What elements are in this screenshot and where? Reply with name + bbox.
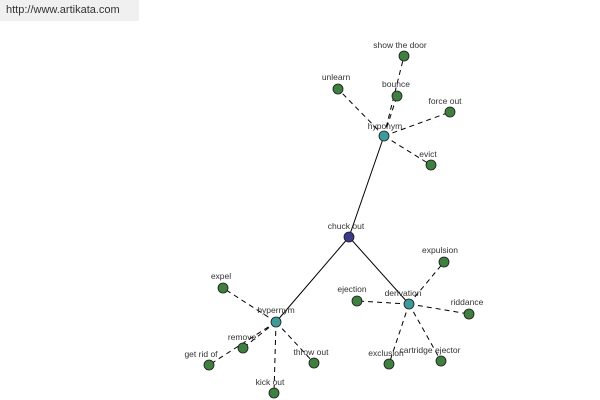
edge-hypernym-expel — [222, 287, 277, 323]
graph-nodes — [203, 50, 475, 399]
leaf-label-expulsion[interactable]: expulsion — [422, 245, 458, 255]
leaf-label-unlearn[interactable]: unlearn — [322, 72, 351, 82]
leaf-node-unlearn[interactable] — [332, 83, 344, 95]
leaf-label-remove[interactable]: remove — [228, 332, 257, 342]
leaf-node-bounce[interactable] — [391, 90, 403, 102]
edge-derivation-cartridge-ejector — [408, 303, 442, 362]
leaf-node-throw-out[interactable] — [308, 357, 320, 369]
leaf-label-expel[interactable]: expel — [211, 271, 231, 281]
hub-node-hyponym[interactable] — [378, 130, 390, 142]
leaf-label-evict[interactable]: evict — [419, 149, 437, 159]
leaf-label-force-out[interactable]: force out — [428, 96, 462, 106]
leaf-node-show-the-door[interactable] — [398, 50, 410, 62]
edge-center-derivation — [348, 236, 410, 305]
leaf-node-expel[interactable] — [217, 282, 229, 294]
hub-node-derivation[interactable] — [403, 298, 415, 310]
edge-hypernym-remove — [242, 321, 277, 349]
edge-derivation-ejection — [356, 300, 410, 305]
center-node-label[interactable]: chuck out — [328, 221, 365, 231]
leaf-label-get-rid-of[interactable]: get rid of — [184, 349, 218, 359]
leaf-label-ejection[interactable]: ejection — [337, 284, 367, 294]
edge-center-hypernym — [275, 236, 350, 323]
leaf-node-evict[interactable] — [425, 159, 437, 171]
edge-center-hyponym — [348, 135, 385, 238]
edge-hypernym-kick-out — [273, 321, 277, 394]
source-url[interactable]: http://www.artikata.com — [0, 0, 139, 21]
leaf-label-throw-out[interactable]: throw out — [294, 347, 330, 357]
edge-hyponym-bounce — [383, 95, 398, 137]
leaf-node-expulsion[interactable] — [438, 256, 450, 268]
edge-derivation-exclusion — [388, 303, 410, 365]
leaf-label-bounce[interactable]: bounce — [382, 79, 410, 89]
graph-edges — [208, 55, 470, 394]
leaf-label-show-the-door[interactable]: show the door — [373, 40, 427, 50]
leaf-node-riddance[interactable] — [463, 308, 475, 320]
edge-derivation-expulsion — [408, 261, 445, 305]
leaf-node-remove[interactable] — [237, 342, 249, 354]
leaf-node-get-rid-of[interactable] — [203, 359, 215, 371]
edge-hyponym-force-out — [383, 111, 451, 137]
edge-hyponym-evict — [383, 135, 432, 166]
edge-hypernym-throw-out — [275, 321, 315, 364]
leaf-node-ejection[interactable] — [351, 295, 363, 307]
leaf-label-riddance[interactable]: riddance — [451, 297, 484, 307]
leaf-label-cartridge-ejector[interactable]: cartridge ejector — [400, 345, 461, 355]
edge-hyponym-show-the-door — [383, 55, 405, 137]
leaf-node-cartridge-ejector[interactable] — [435, 355, 447, 367]
graph-labels: chuck out hyponym show the door bounce unlea… — [184, 40, 483, 387]
hub-label-hypernym[interactable]: hypernym — [257, 305, 294, 315]
leaf-node-force-out[interactable] — [444, 106, 456, 118]
leaf-label-exclusion[interactable]: exclusion — [368, 348, 404, 358]
leaf-node-kick-out[interactable] — [268, 387, 280, 399]
edge-derivation-riddance — [408, 303, 470, 315]
hub-label-derivation[interactable]: derivation — [385, 288, 422, 298]
hub-node-hypernym[interactable] — [270, 316, 282, 328]
edge-hyponym-unlearn — [337, 88, 385, 137]
hub-label-hyponym[interactable]: hyponym — [368, 121, 403, 131]
leaf-node-exclusion[interactable] — [383, 358, 395, 370]
center-node[interactable] — [343, 231, 355, 243]
leaf-label-kick-out[interactable]: kick out — [256, 377, 285, 387]
